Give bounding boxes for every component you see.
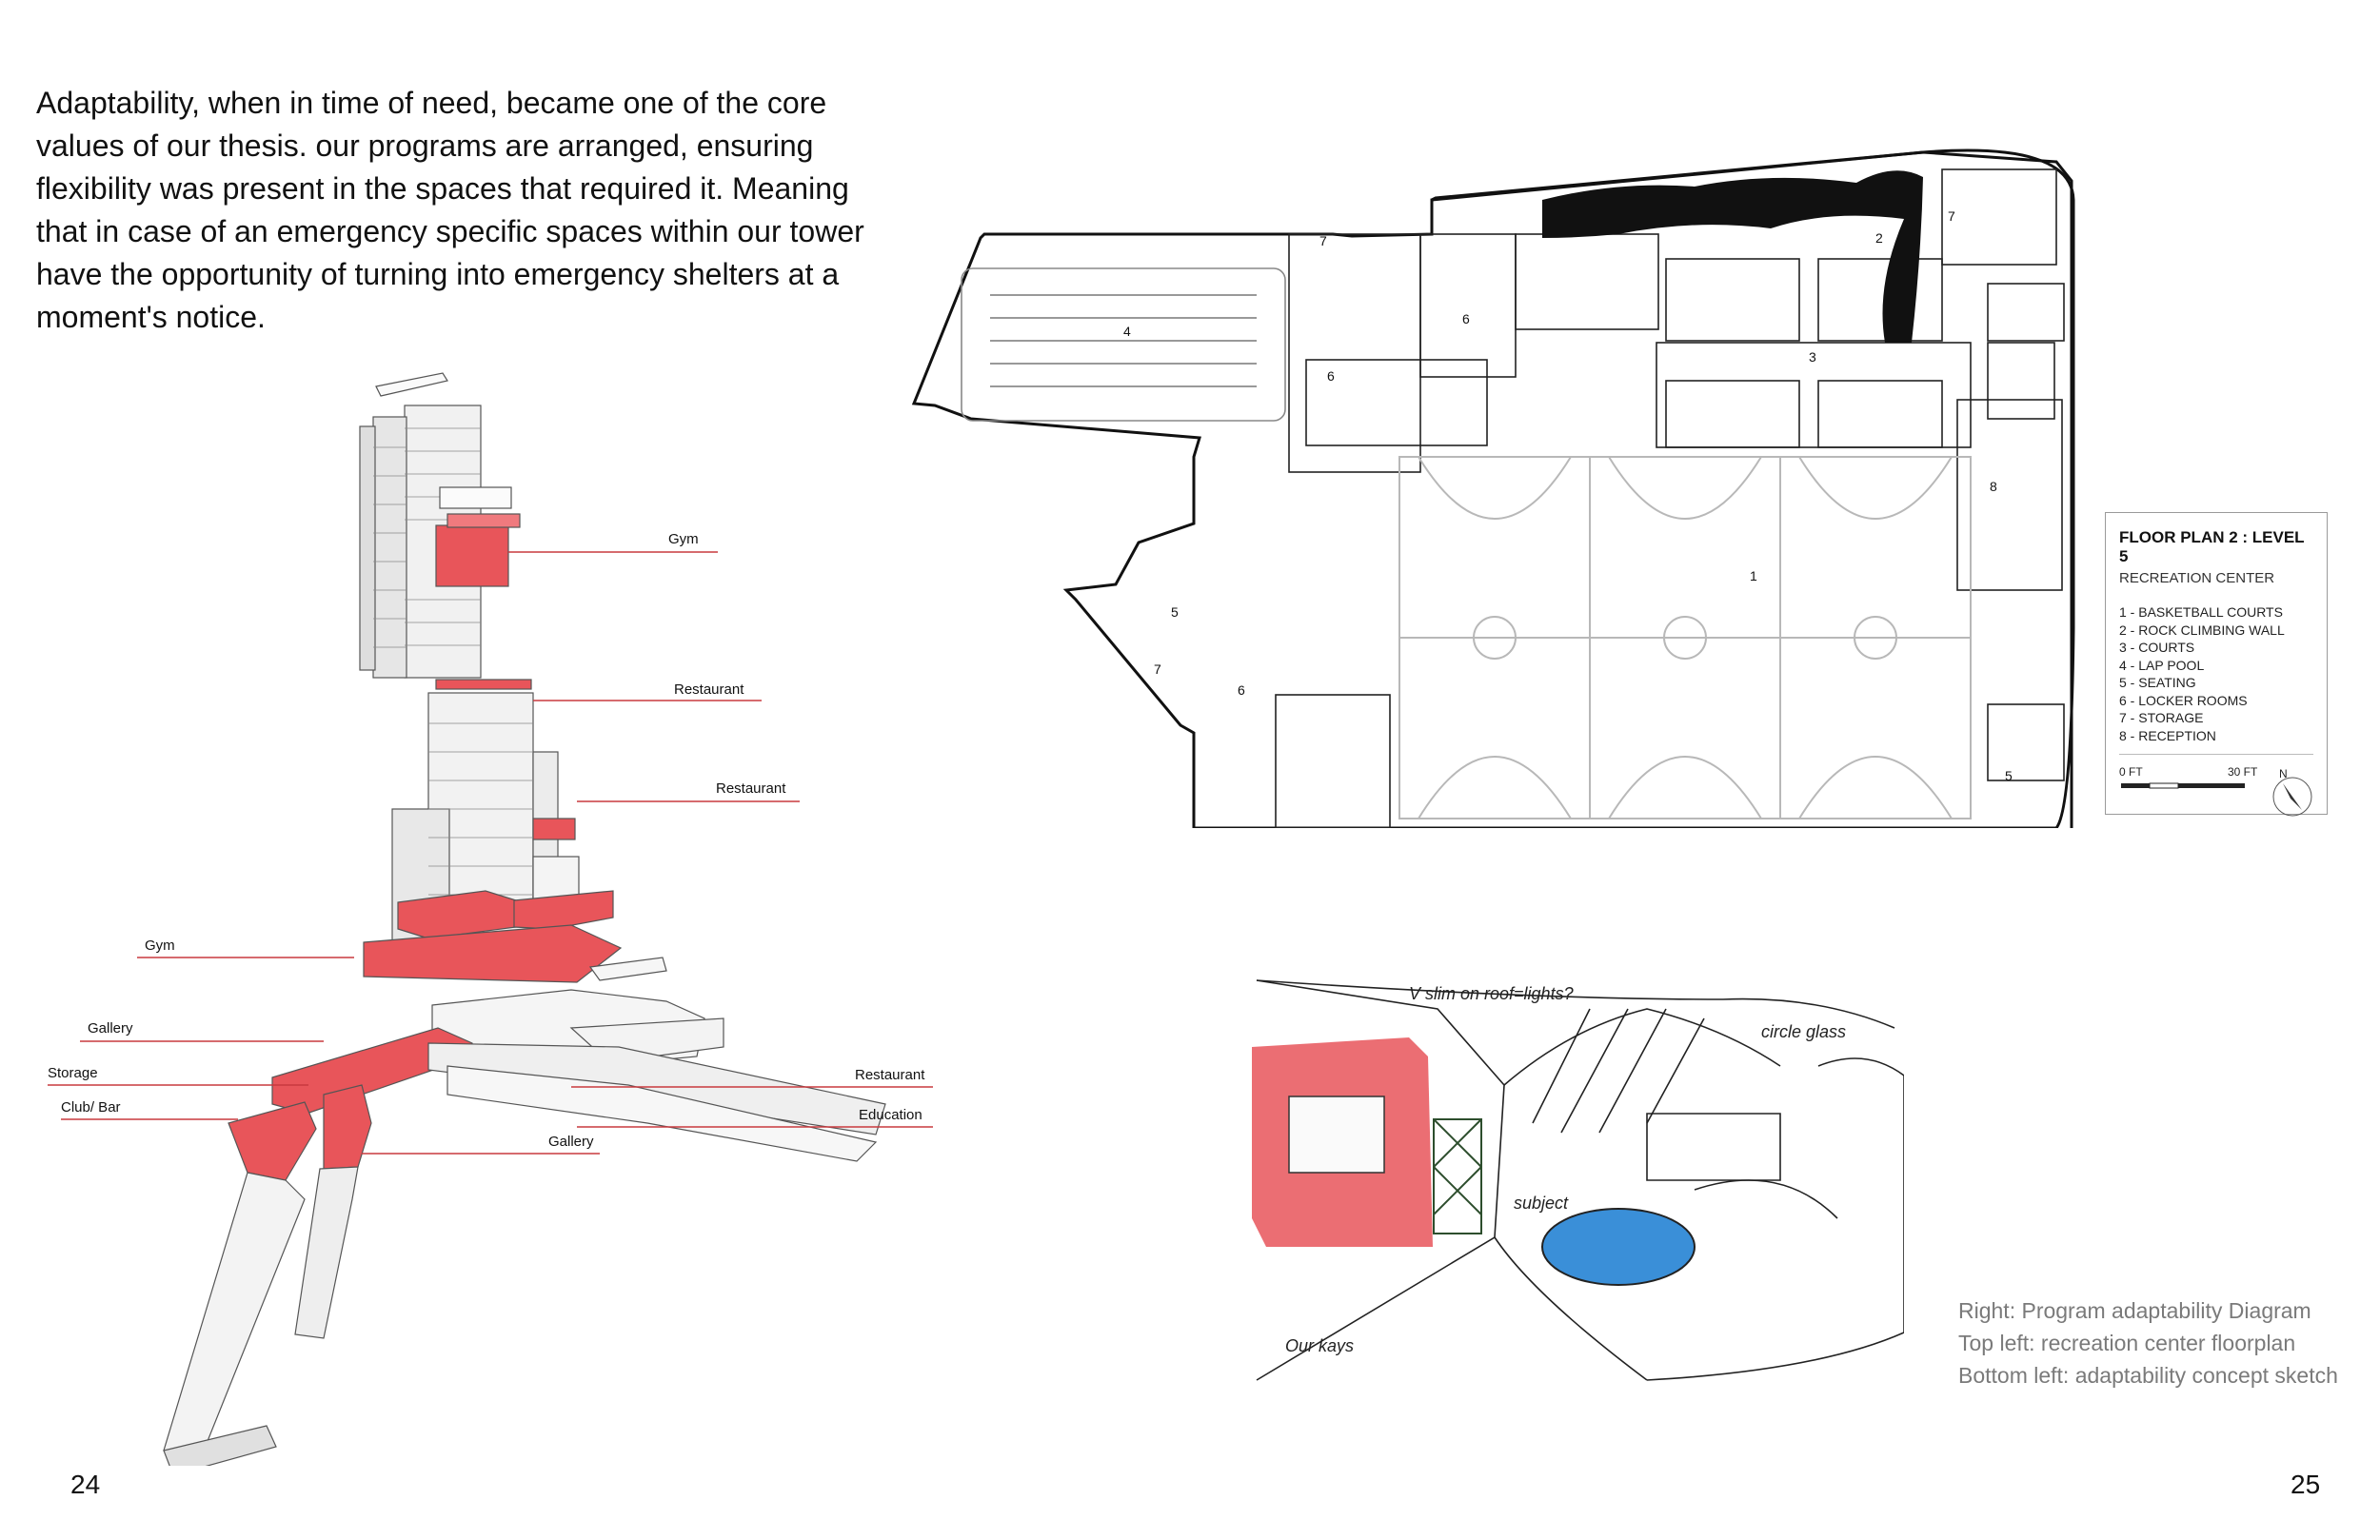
north-arrow-icon: N (2272, 767, 2312, 817)
legend-item: 6 - LOCKER ROOMS (2119, 692, 2248, 708)
label-restaurant-3: Restaurant (855, 1067, 925, 1083)
legend-divider (2119, 754, 2313, 755)
label-restaurant-2: Restaurant (716, 780, 786, 797)
room-7a: 7 (1319, 233, 1327, 248)
room-1: 1 (1750, 568, 1757, 583)
room-6a: 6 (1462, 311, 1470, 326)
room-5b: 5 (2005, 768, 2013, 783)
page-number-left: 24 (70, 1470, 101, 1499)
room-7b: 7 (1154, 661, 1161, 677)
legend-item: 1 - BASKETBALL COURTS (2119, 604, 2283, 620)
sketch-note-bottom: Our kays (1285, 1336, 1354, 1355)
legend-item: 2 - ROCK CLIMBING WALL (2119, 622, 2285, 638)
room-3: 3 (1809, 349, 1816, 365)
label-education: Education (859, 1107, 922, 1123)
room-7c: 7 (1948, 208, 1955, 224)
caption-bottom-left: Bottom left: adaptability concept sketch (1958, 1363, 2338, 1388)
floorplan-title: FLOOR PLAN 2 : LEVEL 5 (2119, 528, 2305, 565)
room-6b: 6 (1327, 368, 1335, 384)
label-gallery-bottom: Gallery (548, 1134, 594, 1150)
room-5a: 5 (1171, 604, 1179, 620)
legend-item: 3 - COURTS (2119, 640, 2195, 655)
caption-right: Right: Program adaptability Diagram (1958, 1298, 2311, 1323)
legend-item: 5 - SEATING (2119, 675, 2196, 690)
label-storage: Storage (48, 1065, 98, 1081)
label-restaurant-1: Restaurant (674, 681, 744, 698)
room-4: 4 (1123, 324, 1131, 339)
intro-text: Adaptability, when in time of need, beca… (36, 86, 864, 334)
caption-top-left: Top left: recreation center floorplan (1958, 1331, 2296, 1355)
label-gym-top: Gym (668, 531, 699, 547)
label-gallery-left: Gallery (88, 1020, 133, 1037)
legend-item: 8 - RECEPTION (2119, 727, 2216, 743)
program-adaptability-diagram: Gym Restaurant Restaurant Gym Gallery St… (48, 372, 933, 1466)
legend-item: 4 - LAP POOL (2119, 657, 2205, 673)
label-gym-mid: Gym (145, 938, 175, 954)
legend-item: 7 - STORAGE (2119, 710, 2204, 725)
adaptability-concept-sketch: V slim on roof=lights? circle glass subj… (1247, 971, 1904, 1399)
pool-shape (1541, 1208, 1696, 1286)
scale-bar: 0 FT 30 FT N (2119, 765, 2312, 817)
recreation-center-floorplan: 4 3 2 1 5 5 6 6 6 7 7 7 8 (911, 148, 2075, 828)
north-label: N (2279, 767, 2288, 780)
floorplan-legend: FLOOR PLAN 2 : LEVEL 5 RECREATION CENTER… (2105, 512, 2328, 817)
floorplan-subtitle: RECREATION CENTER (2119, 570, 2275, 586)
page-number-right: 25 (2291, 1470, 2321, 1499)
sketch-note-subject: subject (1514, 1194, 1569, 1213)
intro-paragraph: Adaptability, when in time of need, beca… (36, 82, 874, 339)
scale-end: 30 FT (2228, 765, 2258, 779)
room-8: 8 (1990, 479, 1997, 494)
room-6c: 6 (1238, 682, 1245, 698)
room-2: 2 (1875, 230, 1883, 246)
figure-captions: Right: Program adaptability Diagram Top … (1958, 1294, 2338, 1392)
sketch-note-top: V slim on roof=lights? (1409, 984, 1574, 1003)
scale-start: 0 FT (2119, 765, 2143, 779)
label-club-bar: Club/ Bar (61, 1099, 121, 1116)
sketch-note-right: circle glass (1761, 1022, 1846, 1041)
